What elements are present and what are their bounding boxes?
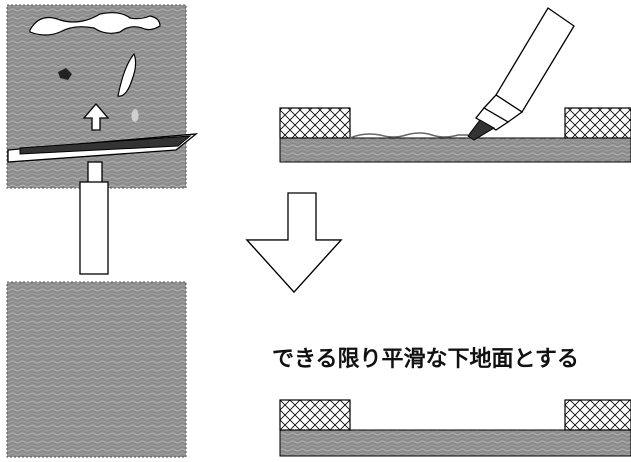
- smoothed-surface-block: [6, 281, 187, 458]
- instruction-caption: できる限り平滑な下地面とする: [272, 347, 579, 372]
- scraper-icon: [7, 133, 199, 275]
- substrate-section-before: [279, 107, 631, 163]
- arrow-down-icon: [245, 192, 343, 293]
- arrow-up-icon: [82, 103, 110, 131]
- substrate-section-after: [279, 399, 631, 457]
- debris-icon: [29, 12, 161, 122]
- scraper-tool-icon: [467, 7, 575, 141]
